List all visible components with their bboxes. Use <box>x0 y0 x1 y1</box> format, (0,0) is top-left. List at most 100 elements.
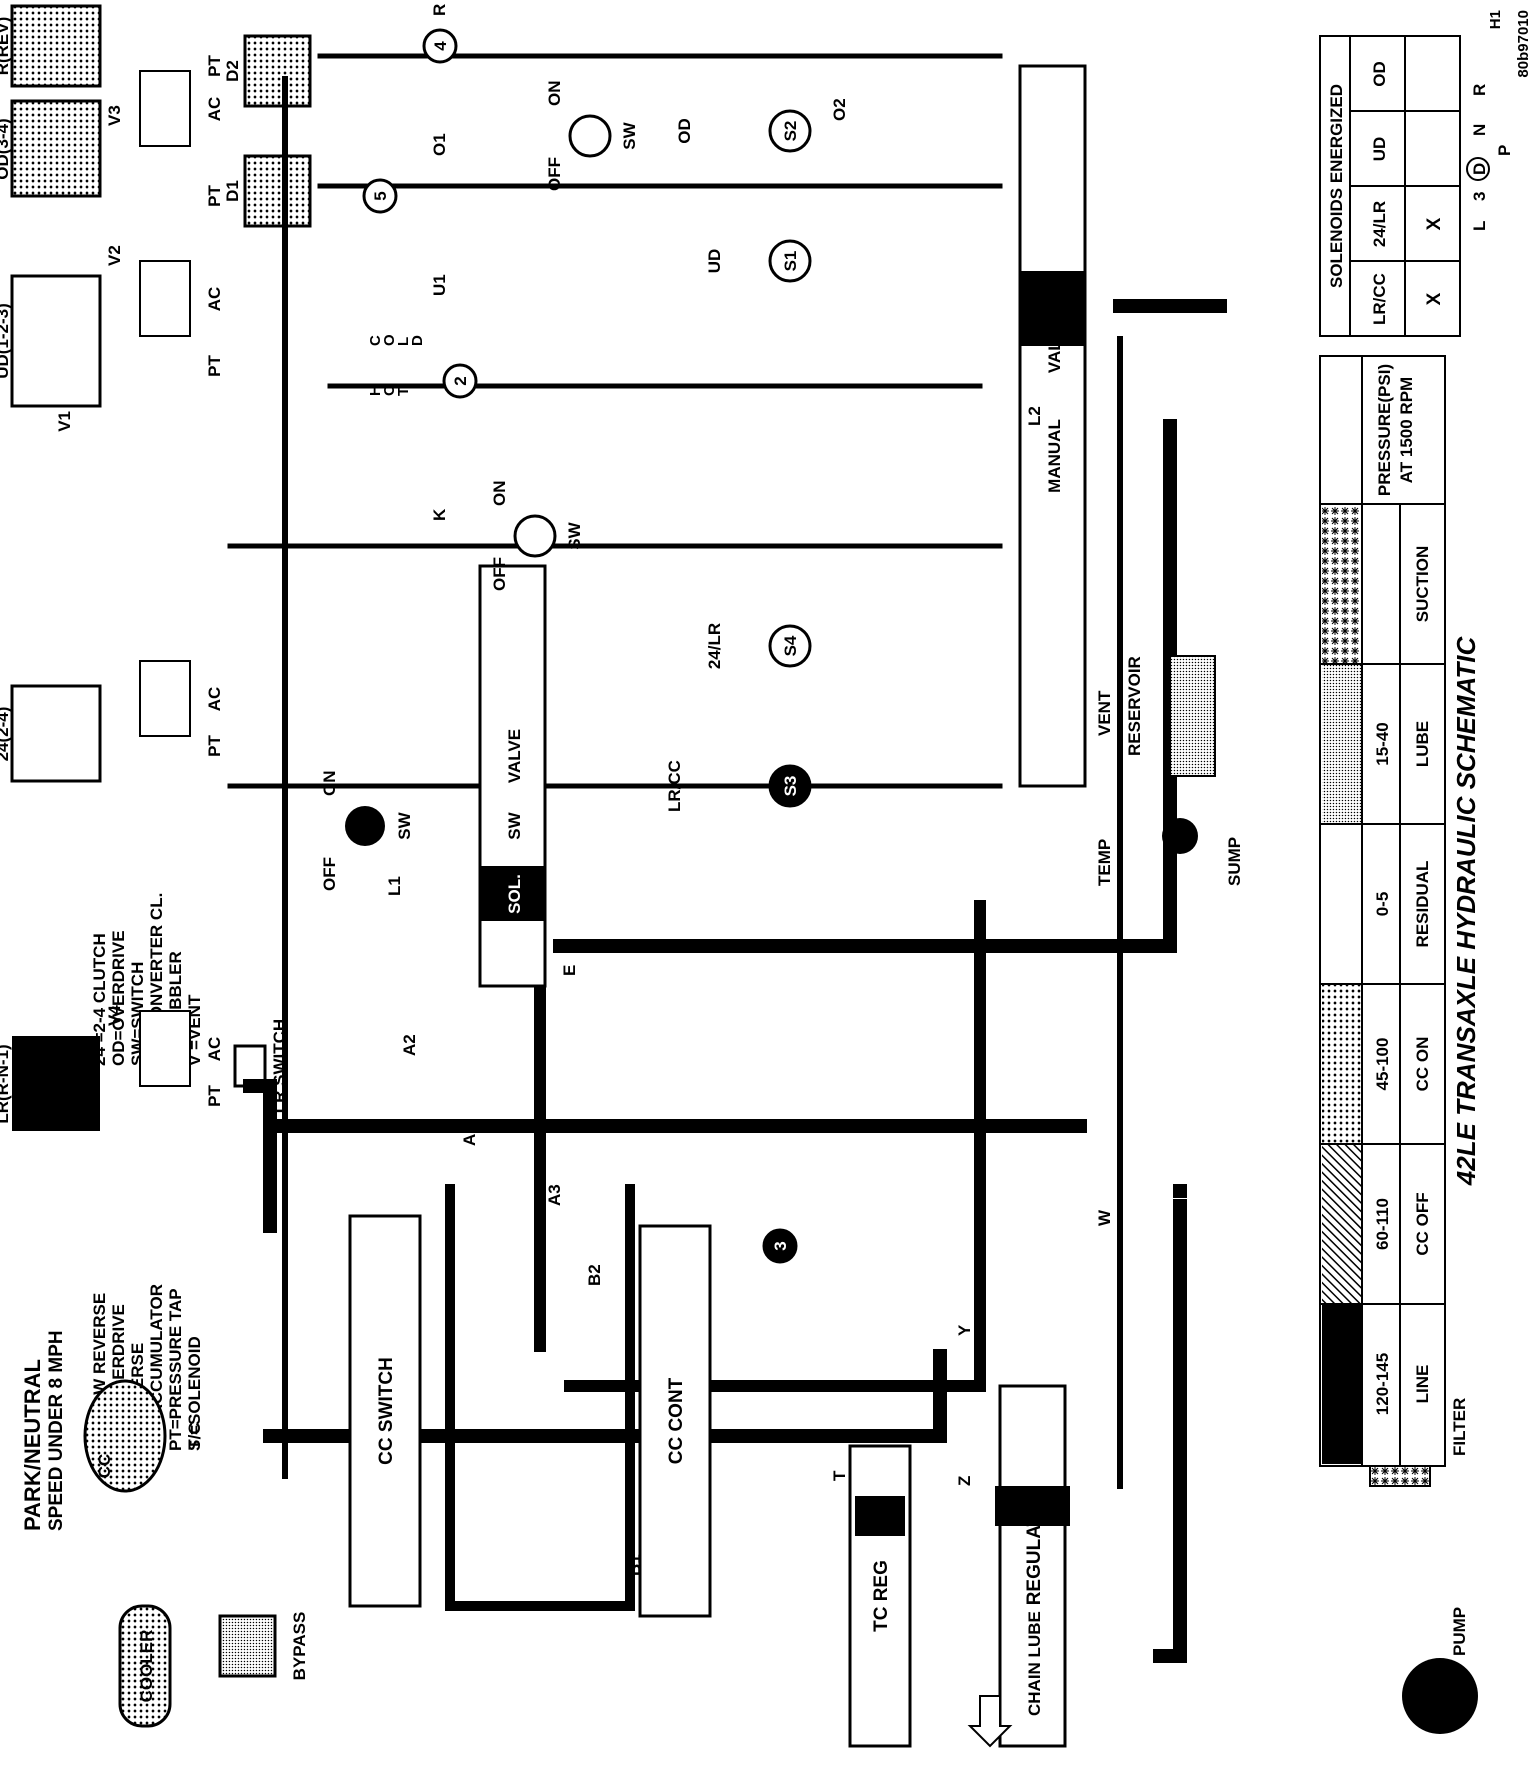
cold-letter: L <box>395 337 412 346</box>
vent-label: VENT <box>1095 690 1114 736</box>
abbrev-legend: LR=LOW REVERSE UD=UNDERDRIVE R =REVERSE … <box>90 893 204 1451</box>
vent-v3: V3 <box>105 105 124 126</box>
abbrev-item: S =SOLENOID <box>185 1336 204 1451</box>
abbrev-item: PT=PRESSURE TAP <box>166 1288 185 1451</box>
s4-name: 24/LR <box>705 623 724 669</box>
swatch-cc-off <box>1322 1144 1362 1304</box>
checkball-label: 3 <box>771 1241 790 1250</box>
ac-label: AC <box>205 287 224 312</box>
manual-valve-label: VALVE <box>1045 319 1064 373</box>
sheet-id: H1 <box>1487 10 1504 29</box>
range-cc-on: 45-100 <box>1373 1038 1392 1091</box>
ac-label: AC <box>205 1037 224 1062</box>
col-od: OD <box>1370 61 1389 87</box>
ac-label: AC <box>205 97 224 122</box>
port-a1: A1 <box>460 1124 479 1146</box>
gear-l: L <box>1470 221 1489 231</box>
port-a3: A3 <box>545 1184 564 1206</box>
s3-name: LR/CC <box>665 760 684 812</box>
range-line: 120-145 <box>1373 1353 1392 1415</box>
cold-letter: D <box>409 335 426 346</box>
valve-label: VALVE <box>505 729 524 783</box>
speed-subtitle: SPEED UNDER 8 MPH <box>46 1330 67 1531</box>
cooler-label: COOLER <box>137 1630 156 1703</box>
chain-lube-arrow <box>967 1695 1013 1748</box>
valve-body: CC SWITCH CC CONT TC REG REGULATOR SOL. … <box>348 64 1087 1748</box>
sw-off: OFF <box>545 157 564 191</box>
temp-label: TEMP <box>1095 839 1114 886</box>
circuit-line: LINE <box>1413 1365 1432 1404</box>
clutch-24-label: 24(2-4) <box>0 707 12 762</box>
pressure-switch-2 <box>513 514 557 558</box>
sw-label: SW <box>565 521 584 549</box>
sump-label: SUMP <box>1225 837 1244 886</box>
s2-name: OD <box>675 118 694 144</box>
clutch-column: LR(R-N-1) 24(2-4) UD(1-2-3) OD(3-4) R(RE… <box>0 4 312 1131</box>
sol-land <box>480 866 545 921</box>
rev-clutch-label: R(REV) <box>0 17 12 76</box>
sw-on: ON <box>320 771 339 797</box>
sw-off: OFF <box>490 557 509 591</box>
bypass-valve <box>218 1614 277 1678</box>
sw-label: SW <box>395 811 414 839</box>
signal-passage <box>228 544 272 788</box>
s4-label: S4 <box>781 635 800 656</box>
tc-reg-land <box>855 1496 905 1536</box>
dribbler-d1 <box>243 154 312 228</box>
hot-letter: T <box>395 387 412 396</box>
hot-letter: H <box>367 385 384 396</box>
checkball-label: 2 <box>451 376 470 385</box>
line-passage <box>243 1079 1087 1133</box>
gear-selected-ring <box>1466 157 1490 181</box>
sw-on: ON <box>545 81 564 107</box>
solenoid-s2 <box>768 109 812 153</box>
reservoir-label: RESERVOIR <box>1125 656 1144 756</box>
mode-title: PARK/NEUTRAL <box>20 1359 45 1531</box>
port-r: R <box>430 4 449 16</box>
cc-cont-valve <box>638 1224 712 1618</box>
cold-letter: O <box>381 334 398 346</box>
swatch-line <box>1322 1304 1362 1464</box>
checkball-4 <box>422 28 458 64</box>
regulator-valve <box>998 1384 1067 1748</box>
sw-off: OFF <box>320 857 339 891</box>
regulator-label: REGULATOR <box>1024 1486 1045 1605</box>
bypass-label: BYPASS <box>290 1612 309 1681</box>
cold-letter: C <box>367 335 384 346</box>
sw-valve-label: SW <box>505 811 524 839</box>
manual-valve <box>1018 64 1087 788</box>
accumulator-lr <box>139 1010 191 1087</box>
dribbler-d2 <box>243 34 312 108</box>
filter-label: FILTER <box>1450 1398 1469 1456</box>
cc-switch-valve <box>348 1214 422 1608</box>
pump <box>1402 1658 1478 1734</box>
port-y: Y <box>955 1324 974 1336</box>
checkball-label: 4 <box>431 41 450 51</box>
port-labels: L1 L2 A1 A2 A3 B1 B2 E K U1 O1 O2 R T W … <box>385 4 1114 1576</box>
abbrev-item: 24 =2-4 CLUTCH <box>90 933 109 1066</box>
torque-converter <box>83 1379 167 1493</box>
circuit-lube: LUBE <box>1413 721 1432 767</box>
regulator-land <box>995 1486 1070 1526</box>
pressure-header-2: AT 1500 RPM <box>1397 377 1416 483</box>
solenoid-s1 <box>768 239 812 283</box>
pressure-header-1: PRESSURE(PSI) <box>1375 364 1394 496</box>
reservoir <box>1169 655 1216 777</box>
s1-label: S1 <box>781 251 800 272</box>
port-o1: O1 <box>430 133 449 156</box>
pt-label: PT <box>205 735 224 757</box>
port-z: Z <box>955 1476 974 1486</box>
pressure-switch-1 <box>345 806 385 846</box>
sol-label: SOL. <box>505 874 524 914</box>
s2-label: S2 <box>781 121 800 142</box>
tc-reg-label: TC REG <box>871 1560 892 1632</box>
rev-clutch <box>10 4 102 88</box>
dribbler-d2-label: D2 <box>223 60 242 82</box>
pt-label: PT <box>205 55 224 77</box>
line-passage <box>564 900 986 1392</box>
s1-name: UD <box>705 249 724 274</box>
accumulator-od <box>139 70 191 147</box>
figure-id: 80b97010 <box>1515 10 1532 78</box>
sw-label: SW <box>620 121 639 149</box>
